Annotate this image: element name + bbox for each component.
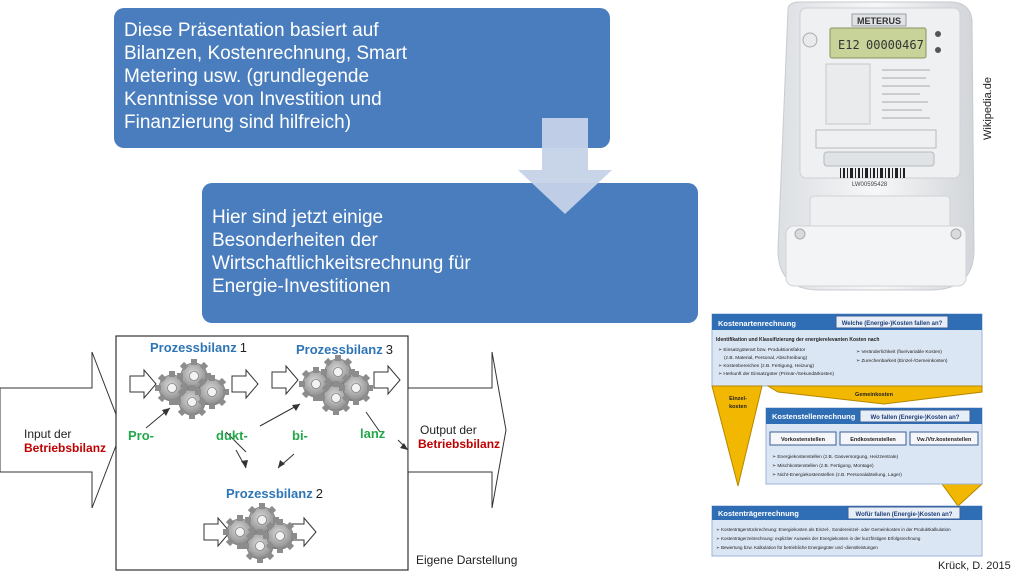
diagram-caption: Eigene Darstellung	[416, 553, 517, 567]
output-label-line1: Output der	[420, 423, 477, 437]
intro-line-3: Metering usw. (grundlegende	[124, 66, 370, 87]
process-1-number: 1	[240, 340, 247, 355]
kostenstellen-tab-vw: Vw./Vtr.kostenstellen	[917, 437, 972, 443]
focus-line-4: Energie-Investitionen	[212, 276, 391, 297]
kostenarten-left-3: ➢ Kostenbereichen (z.B. Fertigung, Heizu…	[718, 363, 814, 369]
process-2-number: 2	[316, 486, 323, 501]
kostenstellen-item-3: ➢ Nicht-Energiekostenstellen (z.B. Perso…	[772, 472, 902, 478]
meter-brand: METERUS	[857, 16, 901, 26]
kostenstellen-tab-end: Endkostenstellen	[850, 437, 896, 443]
einzelkosten-label-2: kosten	[729, 404, 747, 410]
process-2-word: Prozessbilanz	[226, 486, 313, 501]
gemeinkosten-label: Gemeinkosten	[855, 392, 894, 398]
process-3-number: 3	[386, 342, 393, 357]
kostenstellen-title: Kostenstellenrechnung	[772, 412, 856, 421]
syllable-bi: bi-	[292, 428, 308, 443]
smart-meter-image: METERUS E12 00000467 LW00595428	[777, 1, 975, 291]
process-1-word: Prozessbilanz	[150, 340, 237, 355]
process-3-word: Prozessbilanz	[296, 342, 383, 357]
focus-text-box: Hier sind jetzt einige Besonderheiten de…	[202, 183, 698, 323]
syllable-dukt: dukt-	[216, 428, 248, 443]
intro-line-4: Kenntnisse von Investition und	[124, 89, 382, 110]
process-balance-diagram: Input der Betriebsbilanz Output der Betr…	[0, 335, 517, 571]
kostenarten-left-1: ➢ Einsatzgüterart bzw. Produktionsfaktor	[718, 347, 806, 353]
focus-line-2: Besonderheiten der	[212, 230, 378, 251]
kostenarten-right-2: ➢ Zurechenbarkeit (Einzel-/Gemeinkosten)	[856, 358, 948, 364]
output-label-line2: Betriebsbilanz	[418, 437, 500, 451]
kostenarten-question: Welche (Energie-)Kosten fallen an?	[842, 321, 943, 327]
meter-display-value: 00000467	[866, 38, 924, 52]
kostentraeger-item-2: ➢ Kostenträgerzeitrechnung: expliziter A…	[716, 536, 921, 541]
kostentraeger-item-1: ➢ Kostenträgerstückrechnung: Energiekost…	[716, 527, 951, 532]
kostenarten-heading: Identifikation und Klassifizierung der e…	[716, 337, 879, 343]
kostentraeger-item-3: ➢ Bewertung bzw. Kalkulation für betrieb…	[716, 545, 878, 550]
cost-diagram-credit: Krück, D. 2015	[938, 560, 1011, 572]
kostentraeger-question: Wofür fallen (Energie-)Kosten an?	[856, 512, 953, 518]
input-label-line2: Betriebsbilanz	[24, 441, 106, 455]
intro-line-1: Diese Präsentation basiert auf	[124, 20, 379, 41]
down-arrow-connector	[518, 118, 612, 214]
syllable-lanz: lanz	[360, 426, 386, 441]
cost-accounting-diagram: Kostenartenrechnung Welche (Energie-)Kos…	[711, 313, 984, 557]
intro-text-box: Diese Präsentation basiert auf Bilanzen,…	[114, 8, 610, 148]
meter-serial: LW00595428	[852, 182, 888, 188]
kostenarten-left-2: (z.B. Material, Personal, Abschreibung)	[724, 355, 808, 361]
kostenstellen-item-2: ➢ Mischkostenstellen (z.B. Fertigung, Mo…	[772, 463, 874, 469]
kostenarten-left-4: ➢ Herkunft der Einsatzgüter (Primär-/Sek…	[718, 371, 834, 377]
input-label-line1: Input der	[24, 427, 71, 441]
focus-line-1: Hier sind jetzt einige	[212, 207, 384, 228]
kostenarten-right-1: ➢ Veränderlichkeit (fixe/variable Kosten…	[856, 349, 942, 355]
focus-line-3: Wirtschaftlichkeitsrechnung für	[212, 253, 471, 274]
einzelkosten-funnel	[711, 385, 763, 487]
intro-line-2: Bilanzen, Kostenrechnung, Smart	[124, 43, 408, 64]
kostenstellen-item-1: ➢ Energiekostenstellen (z.B. Gasversorgu…	[772, 454, 899, 460]
gemeinkosten-band	[766, 385, 983, 405]
kostenstellen-tab-vor: Vorkostenstellen	[781, 437, 826, 443]
kostentraeger-title: Kostenträgerrechnung	[718, 509, 799, 518]
syllable-pro: Pro-	[128, 428, 154, 443]
einzelkosten-label-1: Einzel-	[729, 396, 747, 402]
intro-line-5: Finanzierung sind hilfreich)	[124, 112, 352, 133]
meter-image-credit: Wikipedia.de	[982, 77, 994, 140]
kostenarten-title: Kostenartenrechnung	[718, 319, 796, 328]
kostenstellen-question: Wo fallen (Energie-)Kosten an?	[871, 415, 960, 421]
meter-display-prefix: E12	[838, 38, 860, 52]
